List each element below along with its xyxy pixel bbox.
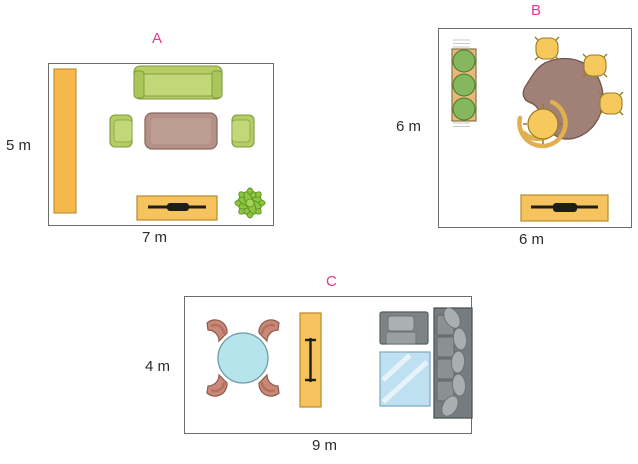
room-label-a: A bbox=[152, 30, 163, 47]
room-label-c: C bbox=[326, 273, 338, 290]
room-a-boundary bbox=[48, 63, 274, 226]
room-c-boundary bbox=[184, 296, 472, 434]
room-c-width-label: 9 m bbox=[312, 437, 338, 454]
room-a-height-label: 5 m bbox=[6, 137, 32, 154]
room-label-b: B bbox=[531, 2, 542, 19]
room-b-boundary bbox=[438, 28, 632, 228]
room-b-width-label: 6 m bbox=[519, 231, 545, 248]
room-c-height-label: 4 m bbox=[145, 358, 171, 375]
room-b-height-label: 6 m bbox=[396, 118, 422, 135]
room-a-width-label: 7 m bbox=[142, 229, 168, 246]
